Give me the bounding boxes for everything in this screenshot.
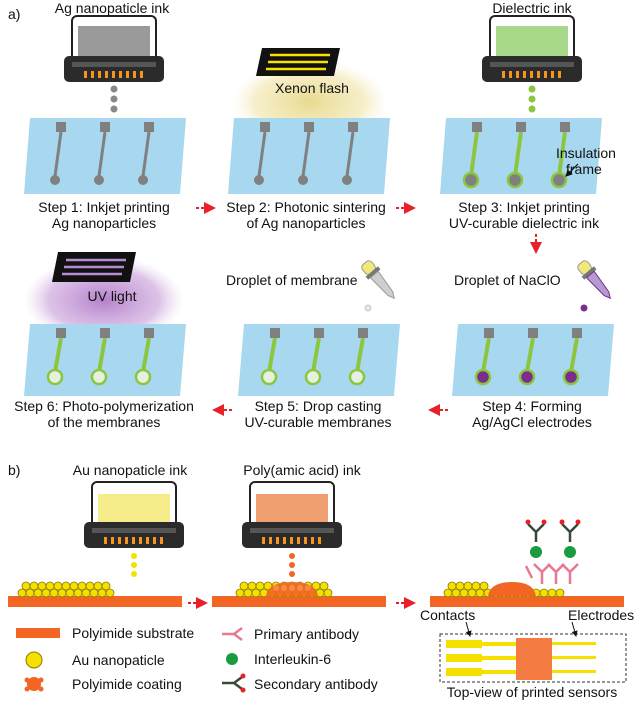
sensor-topview xyxy=(439,633,627,683)
step6-title: Step 6: Photo-polymerization xyxy=(14,398,194,414)
legend-au-icon xyxy=(25,651,43,669)
insulation-label-2: frame xyxy=(566,161,602,177)
pi-droplets xyxy=(289,553,295,577)
legend-substrate-swatch xyxy=(16,628,60,638)
step2-title: Step 2: Photonic sintering xyxy=(226,199,386,215)
dropper-naclo-icon xyxy=(577,260,612,312)
legend-au-label: Au nanopaticle xyxy=(72,652,165,668)
step1-title: Step 1: Inkjet printing xyxy=(38,199,170,215)
printer-head-polyamic xyxy=(242,481,342,548)
green-droplets xyxy=(528,85,536,113)
step5-title: Step 5: Drop casting xyxy=(254,398,382,414)
legend-il6-label: Interleukin-6 xyxy=(254,651,332,667)
legend-secondary-label: Secondary antibody xyxy=(254,676,378,692)
legend-primary-antibody-icon xyxy=(222,627,243,641)
substrate-b1 xyxy=(8,581,182,607)
legend-coating-label: Polyimide coating xyxy=(72,676,182,692)
au-ink-label: Au nanopaticle ink xyxy=(72,462,188,478)
legend-substrate-label: Polyimide substrate xyxy=(72,625,195,641)
substrate-step6 xyxy=(24,324,186,396)
dropper-membrane-icon xyxy=(361,260,396,312)
substrate-step4 xyxy=(452,324,614,396)
secondary-antibodies xyxy=(527,523,579,542)
primary-antibodies xyxy=(524,563,579,584)
electrodes-pointer xyxy=(571,621,578,637)
printer-head-dielectric xyxy=(482,15,582,82)
step4-subtitle: Ag/AgCl electrodes xyxy=(472,414,592,430)
au-droplets xyxy=(131,553,137,577)
insulation-label: Insulation xyxy=(556,145,616,161)
legend-coating-icon xyxy=(24,677,44,692)
step3-subtitle: UV-curable dielectric ink xyxy=(448,215,600,231)
substrate-step2 xyxy=(228,118,390,194)
polyamic-ink-label: Poly(amic acid) ink xyxy=(243,462,361,478)
xenon-flash-label: Xenon flash xyxy=(275,80,349,96)
step6-subtitle: of the membranes xyxy=(47,414,161,430)
step2-subtitle: of Ag nanoparticles xyxy=(246,215,366,231)
contacts-pointer xyxy=(465,621,472,637)
substrate-step1 xyxy=(24,118,186,194)
legend-secondary-antibody-icon xyxy=(222,673,246,693)
step1-subtitle: Ag nanoparticles xyxy=(51,215,157,231)
printer-head-au xyxy=(84,481,184,548)
ag-ink-label: Ag nanopaticle ink xyxy=(54,0,170,16)
substrate-b2 xyxy=(212,581,386,607)
contacts-label: Contacts xyxy=(420,607,476,623)
il6-molecules xyxy=(530,546,576,558)
uv-light-label: UV light xyxy=(87,288,137,304)
substrate-step3 xyxy=(440,118,602,194)
legend-primary-label: Primary antibody xyxy=(254,626,360,642)
substrate-b3 xyxy=(430,581,624,607)
step5-subtitle: UV-curable membranes xyxy=(244,414,392,430)
electrodes-label: Electrodes xyxy=(568,607,635,623)
insulation-pointer xyxy=(565,163,579,177)
substrate-step5 xyxy=(238,324,400,396)
droplet-membrane-label: Droplet of membrane xyxy=(226,272,358,288)
dielectric-ink-label: Dielectric ink xyxy=(492,0,572,16)
silver-droplets xyxy=(110,85,118,113)
panel-b-label: b) xyxy=(8,462,21,478)
uv-light xyxy=(24,252,184,344)
step3-title: Step 3: Inkjet printing xyxy=(458,199,590,215)
step4-title: Step 4: Forming xyxy=(482,398,582,414)
printer-head-ag xyxy=(64,15,164,82)
droplet-naclo-label: Droplet of NaClO xyxy=(454,272,561,288)
legend-il6-icon xyxy=(226,653,238,665)
panel-a-label: a) xyxy=(8,6,21,22)
topview-label: Top-view of printed sensors xyxy=(446,684,618,700)
